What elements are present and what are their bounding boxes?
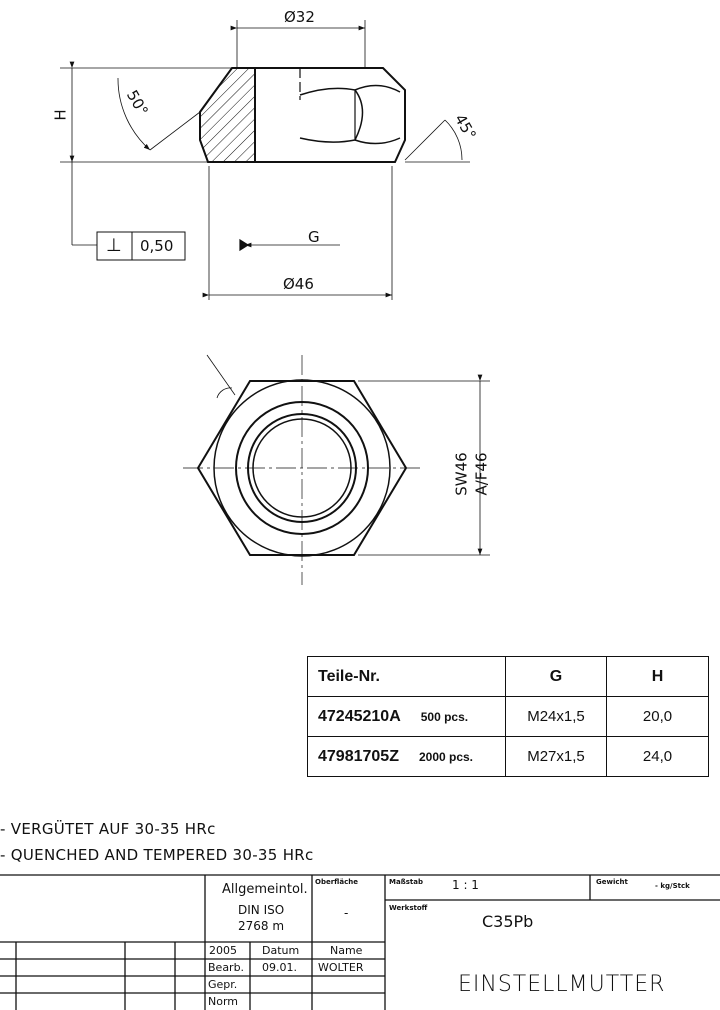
height-value: 24,0 <box>606 736 709 777</box>
table-header-row: Teile-Nr. G H <box>307 656 709 697</box>
general-tol-value: 2768 m <box>238 919 285 933</box>
height-value: 20,0 <box>606 696 709 737</box>
date-header: Datum <box>262 944 300 957</box>
material-label: Werkstoff <box>389 904 428 912</box>
dim-top-diameter: Ø32 <box>284 8 315 26</box>
quantity: 2000 pcs. <box>418 749 474 764</box>
parts-table: Teile-Nr. G H 47245210A 500 pcs. M24x1,5 … <box>307 656 709 777</box>
quantity: 500 pcs. <box>420 709 469 724</box>
thread-size: M27x1,5 <box>505 736 607 777</box>
side-view <box>60 20 470 300</box>
dim-height: H <box>51 109 70 121</box>
material-value: C35Pb <box>482 912 534 931</box>
thread-size: M24x1,5 <box>505 696 607 737</box>
header-part-no: Teile-Nr. <box>307 656 506 697</box>
table-row: 47981705Z 2000 pcs. M27x1,5 24,0 <box>307 736 709 777</box>
note-en: - QUENCHED AND TEMPERED 30-35 HRc <box>0 846 314 864</box>
dim-bottom-diameter: Ø46 <box>283 275 314 293</box>
role-norm: Norm <box>208 995 239 1008</box>
year: 2005 <box>209 944 237 957</box>
part-number: 47245210A <box>318 707 401 725</box>
width-across-flats-en: A/F46 <box>472 452 491 496</box>
thread-label: G <box>308 228 320 246</box>
weight-value: - kg/Stck <box>655 882 690 890</box>
scale-label: Maßstab <box>389 878 423 886</box>
width-across-flats: SW46 <box>452 452 471 496</box>
tolerance-value: 0,50 <box>140 237 174 255</box>
table-row: 47245210A 500 pcs. M24x1,5 20,0 <box>307 696 709 737</box>
role-bearb: Bearb. <box>208 961 245 974</box>
weight-label: Gewicht <box>596 878 628 886</box>
general-tol-std: DIN ISO <box>238 903 285 917</box>
front-view <box>183 354 490 585</box>
surface-label: Oberfläche <box>315 878 358 886</box>
header-h: H <box>606 656 709 697</box>
perpendicularity-symbol: ⊥ <box>106 235 122 256</box>
title-block-frame <box>0 874 720 1010</box>
part-number: 47981705Z <box>318 747 399 765</box>
name-bearb: WOLTER <box>318 961 364 974</box>
date-bearb: 09.01. <box>262 961 297 974</box>
general-tol-label: Allgemeintol. <box>222 882 308 897</box>
note-de: - VERGÜTET AUF 30-35 HRc <box>0 820 216 838</box>
drawing-title: EINSTELLMUTTER <box>458 972 666 997</box>
name-header: Name <box>330 944 363 957</box>
header-g: G <box>505 656 607 697</box>
surface-value: - <box>344 906 349 920</box>
role-gepr: Gepr. <box>208 978 238 991</box>
scale-value: 1 : 1 <box>452 878 479 892</box>
